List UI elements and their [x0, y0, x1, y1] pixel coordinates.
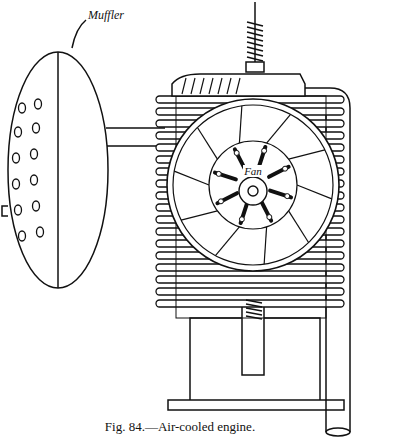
- head-rib: [236, 78, 240, 94]
- spring-coil: [246, 304, 262, 307]
- fan-bolt: [234, 150, 239, 155]
- muffler-holes: [13, 99, 44, 241]
- spring-coil: [246, 308, 262, 311]
- fan-blade: [197, 127, 217, 159]
- fan-blade: [181, 211, 217, 220]
- fan-bolt: [216, 171, 221, 176]
- fan-blade: [297, 185, 332, 199]
- fan-blade: [215, 227, 239, 256]
- spring-coil: [247, 52, 263, 56]
- fan-bolt: [218, 199, 223, 204]
- fan-bolt: [283, 166, 288, 171]
- head-rib: [227, 78, 231, 94]
- fan-bolt: [239, 217, 244, 222]
- muffler-hole: [37, 227, 44, 237]
- muffler-hole: [13, 179, 20, 189]
- figure-caption: Fig. 84.—Air-cooled engine.: [105, 419, 255, 435]
- part-label: Muffler: [88, 8, 124, 23]
- head-rib: [200, 78, 204, 94]
- fan-hub: [239, 177, 267, 205]
- head-rib: [182, 78, 186, 94]
- spring-coil: [247, 57, 263, 61]
- fan-blade: [289, 211, 309, 243]
- fan-bolt: [285, 194, 290, 199]
- muffler-hole: [19, 103, 26, 113]
- fan-blade: [174, 171, 209, 185]
- muffler-hole: [19, 231, 26, 241]
- fan-spider: [209, 141, 297, 229]
- spring-coil: [246, 316, 262, 319]
- engine-outline: [2, 2, 350, 436]
- valve-stem: [254, 2, 256, 62]
- valve-nut: [246, 62, 264, 72]
- fan-blade: [267, 114, 291, 143]
- muffler-body: [8, 52, 108, 288]
- head-rib: [218, 78, 222, 94]
- spring-coil: [247, 37, 263, 41]
- cylinder-head: [172, 74, 305, 96]
- push-rod: [242, 305, 264, 375]
- spring-coil: [247, 47, 263, 51]
- cooling-fin: [156, 300, 344, 307]
- fan-blade: [264, 227, 266, 264]
- fan-wheel: [167, 99, 339, 271]
- pipe-end: [326, 428, 350, 436]
- muffler-hole: [35, 99, 42, 109]
- muffler-hole: [13, 153, 20, 163]
- spring-coil: [246, 312, 262, 315]
- fan-rim-inner: [173, 105, 333, 265]
- spring-coil: [247, 32, 263, 36]
- fan-bolt: [262, 148, 267, 153]
- cooling-fin: [156, 288, 344, 295]
- spring-coil: [246, 300, 262, 303]
- fan-bolt: [267, 215, 272, 220]
- base-flange: [168, 400, 344, 410]
- muffler-seam: [57, 52, 59, 288]
- leader-line: [72, 20, 86, 48]
- fan-blade: [239, 106, 241, 143]
- spring-coil: [247, 22, 263, 26]
- muffler-hole: [33, 123, 40, 133]
- muffler-hole: [15, 127, 22, 137]
- spring-coil: [247, 27, 263, 31]
- muffler-hole: [31, 149, 38, 159]
- fan-rim: [167, 99, 339, 271]
- fan-arm: [261, 201, 271, 221]
- fan-arm: [269, 167, 289, 177]
- muffler-hole: [31, 175, 38, 185]
- muffler-bolt: [2, 206, 8, 216]
- muffler-hole: [15, 205, 22, 215]
- head-rib: [191, 78, 195, 94]
- part-label: Fan: [243, 165, 263, 177]
- head-rib: [209, 78, 213, 94]
- cooling-fin: [156, 276, 344, 283]
- fan-arm: [217, 193, 237, 203]
- head-block: [172, 74, 305, 96]
- muffler-hole: [33, 201, 40, 211]
- fan-shaft: [248, 186, 258, 196]
- fan-blade: [289, 150, 325, 159]
- cooling-fins: [156, 96, 344, 318]
- spring-coil: [247, 42, 263, 46]
